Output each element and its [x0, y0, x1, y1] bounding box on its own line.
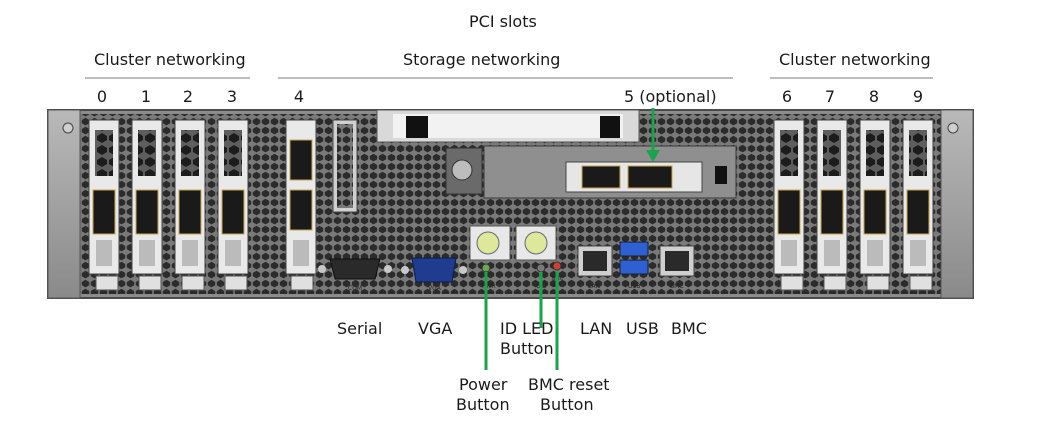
- silkscreen-vga: VGA: [428, 285, 442, 292]
- top-bay-latch-right: [600, 116, 620, 138]
- silkscreen-usb: USB: [628, 283, 640, 290]
- port-label-vga: VGA: [418, 319, 453, 338]
- port-label-serial: Serial: [337, 319, 383, 338]
- port-label-bmc-reset-1: BMC reset: [528, 375, 610, 394]
- slot-number-0: 0: [96, 87, 108, 106]
- slot-number-4: 4: [293, 87, 305, 106]
- slot-number-9: 9: [912, 87, 924, 106]
- arrowhead-slot-5-icon: [646, 150, 660, 162]
- slot-number-3: 3: [226, 87, 238, 106]
- pci-slot-5: [445, 145, 737, 199]
- silkscreen-pwr: PWR: [482, 283, 496, 290]
- group-rule-cluster-left: [85, 77, 250, 79]
- port-label-bmc-reset-2: Button: [540, 395, 594, 414]
- silkscreen-com: COM: [348, 285, 362, 292]
- port-label-usb: USB: [626, 319, 659, 338]
- port-label-lan: LAN: [580, 319, 613, 338]
- port-label-power-2: Button: [456, 395, 510, 414]
- power-button[interactable]: [476, 231, 500, 255]
- port-label-bmc: BMC: [671, 319, 707, 338]
- left-mounting-ear: [47, 109, 81, 299]
- chassis-feet: [95, 275, 933, 291]
- slot-number-1: 1: [140, 87, 152, 106]
- slot-number-8: 8: [868, 87, 880, 106]
- com-port: [318, 258, 392, 280]
- port-label-power-1: Power: [459, 375, 508, 394]
- slot-number-5: 5 (optional): [624, 87, 717, 106]
- pci-slot-group-right: [773, 119, 934, 275]
- group-label-cluster-right: Cluster networking: [779, 50, 931, 69]
- port-label-id-led-2: Button: [500, 339, 554, 358]
- slot-number-2: 2: [182, 87, 194, 106]
- vga-port: [401, 257, 467, 283]
- right-mounting-ear: [940, 109, 974, 299]
- lan-port: [577, 245, 613, 277]
- pci-slots-title: PCI slots: [469, 12, 537, 31]
- top-bay-latch-left: [406, 116, 428, 138]
- group-label-cluster-left: Cluster networking: [94, 50, 246, 69]
- pci-slot-group-left: [88, 119, 249, 275]
- slot-number-7: 7: [824, 87, 836, 106]
- uid-led-icon: [536, 263, 546, 273]
- callout-arrows: [484, 108, 660, 370]
- left-screw-icon: [62, 122, 74, 134]
- port-label-id-led-1: ID LED: [500, 319, 554, 338]
- id-led-button[interactable]: [524, 231, 548, 255]
- silkscreen-lan: LAN: [588, 283, 600, 290]
- silkscreen-bmc: BMC: [670, 283, 683, 290]
- top-storage-bay-face: [393, 114, 623, 138]
- group-rule-cluster-right: [770, 77, 933, 79]
- usb-ports: [619, 241, 649, 275]
- pci-slot-4: [285, 119, 358, 275]
- bmc-reset-button[interactable]: [552, 261, 562, 271]
- group-label-storage: Storage networking: [403, 50, 561, 69]
- group-rule-storage: [278, 77, 733, 79]
- power-led-icon: [481, 263, 491, 273]
- right-screw-icon: [947, 122, 959, 134]
- slot-number-6: 6: [781, 87, 793, 106]
- bmc-port: [659, 245, 695, 277]
